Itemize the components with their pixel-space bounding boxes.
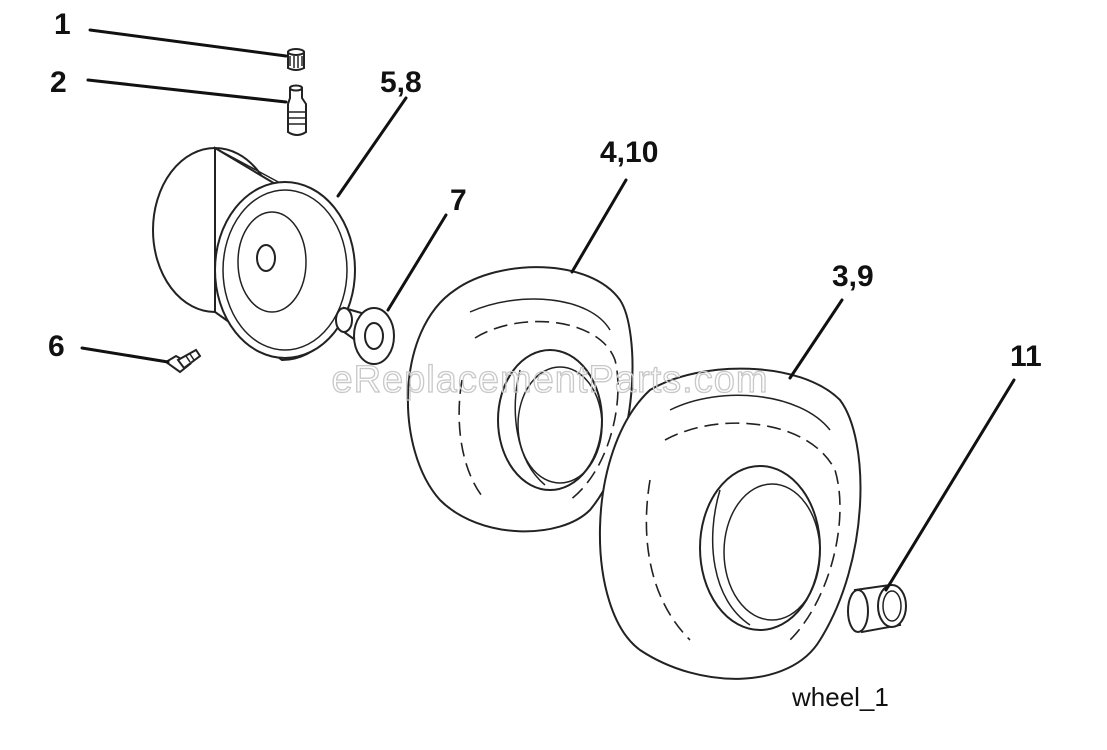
callout-label: 7 bbox=[450, 184, 467, 217]
callout-label: 6 bbox=[48, 330, 65, 363]
callout-label: 1 bbox=[54, 8, 71, 41]
part-sleeve bbox=[847, 583, 907, 634]
callout-label: 3,9 bbox=[832, 260, 874, 293]
part-rim bbox=[152, 146, 356, 362]
callout-label: 4,10 bbox=[600, 136, 658, 169]
part-rear-tire bbox=[599, 367, 862, 680]
callout-label: 11 bbox=[1010, 340, 1042, 373]
part-front-tire bbox=[406, 266, 634, 533]
watermark: eReplacementParts.com bbox=[331, 359, 768, 401]
callout-label: 5,8 bbox=[380, 66, 422, 99]
leader-lines bbox=[80, 28, 1016, 592]
part-valve-stem bbox=[287, 84, 307, 136]
callout-label: 2 bbox=[50, 66, 67, 99]
part-bushing bbox=[335, 306, 395, 365]
part-valve-cap bbox=[287, 48, 305, 71]
part-bolt bbox=[164, 348, 202, 374]
diagram-caption: wheel_1 bbox=[791, 682, 889, 712]
